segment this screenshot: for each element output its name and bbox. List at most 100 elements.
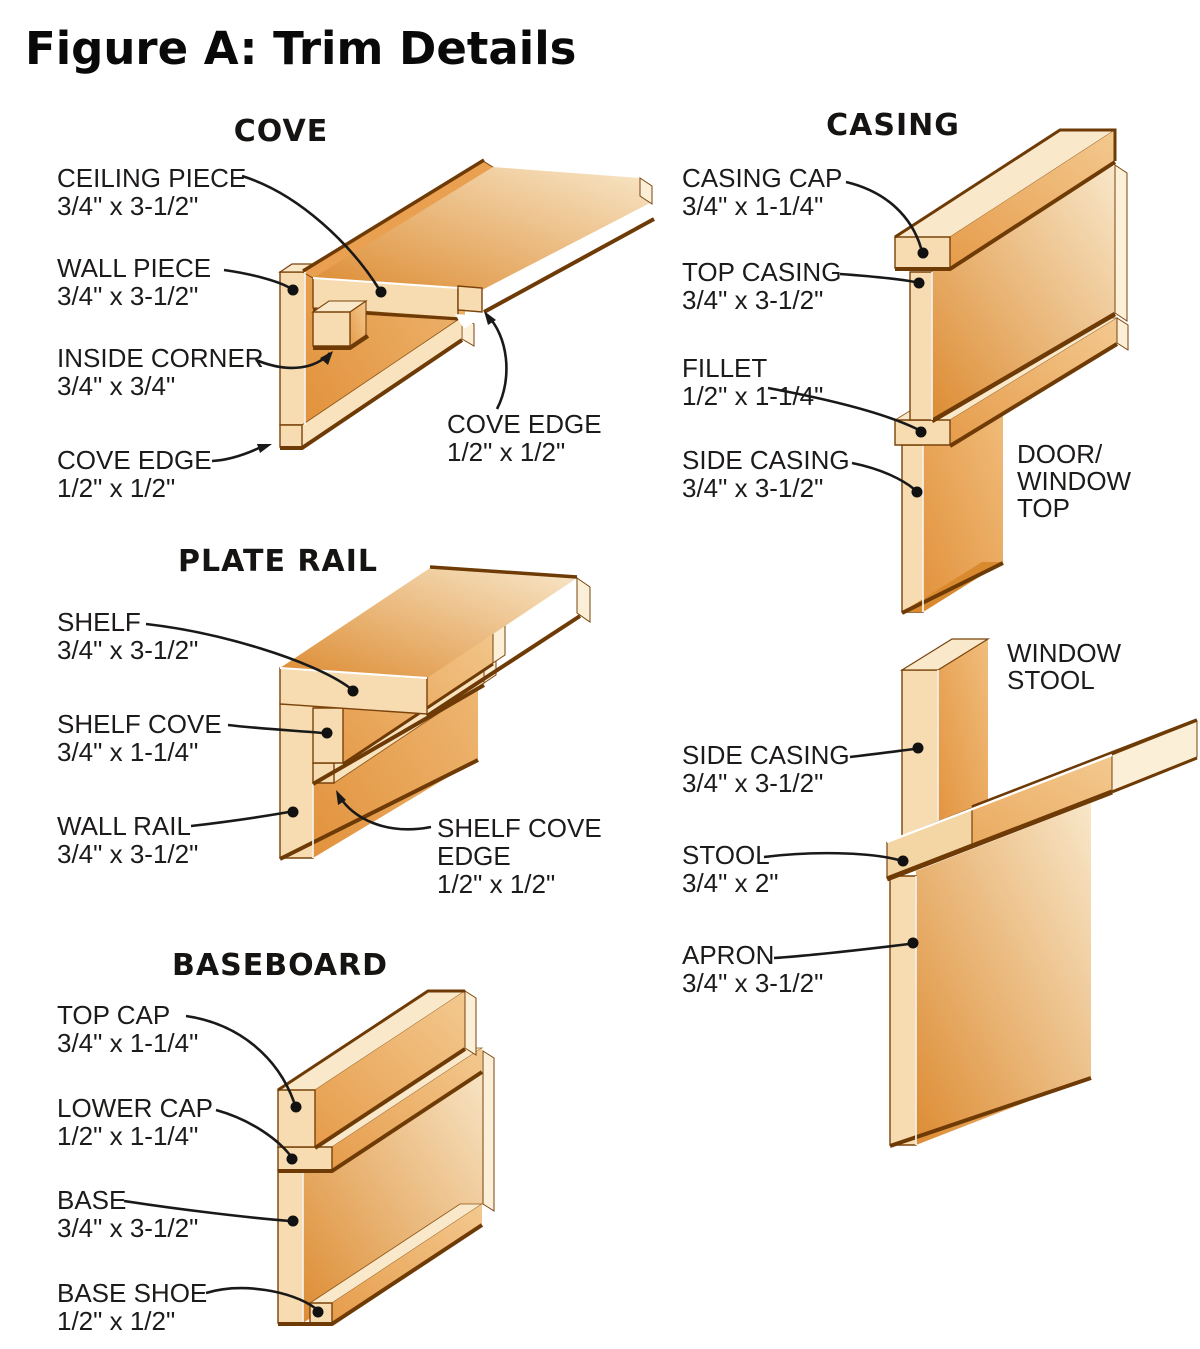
cove-edge-end: [457, 285, 483, 313]
casing-side-casing: [901, 395, 1004, 615]
top-cap-label: TOP CAP 3/4" x 1-1/4": [57, 1000, 199, 1058]
apron-label: APRON 3/4" x 3-1/2": [682, 940, 824, 998]
leader-shelf: [145, 622, 351, 690]
outline: [429, 565, 578, 579]
shadow-line: [313, 1047, 467, 1150]
casing-cap-label: CASING CAP 3/4" x 1-1/4": [682, 163, 843, 221]
highlight-line: [312, 277, 459, 289]
leader-casing-cap: [845, 180, 923, 249]
stool-board: [886, 718, 1198, 882]
leader-stool-side-casing: [849, 747, 915, 759]
side-casing-end: [901, 444, 924, 613]
shelf-label: SHELF 3/4" x 3-1/2": [57, 607, 199, 665]
top-cap-far-sliver: [464, 990, 477, 1056]
shadow-line: [930, 312, 1117, 423]
side-casing-face: [938, 639, 988, 845]
shadow-line: [483, 217, 655, 314]
leader-lines: [123, 174, 923, 1310]
cove-header: COVE: [233, 114, 329, 149]
cove-edge-left-label: COVE EDGE 1/2" x 1/2": [57, 445, 212, 503]
leader-dot: [286, 1153, 298, 1165]
leader-ceiling-piece: [241, 174, 381, 290]
leader-shelf-cove-edge: [338, 796, 432, 831]
outline: [277, 989, 465, 1092]
leader-top-casing: [839, 272, 916, 284]
top-casing-label: TOP CASING 3/4" x 3-1/2": [682, 257, 842, 315]
leader-dot: [287, 284, 299, 296]
baseboard-top-cap: [276, 989, 477, 1150]
casing-cap: [893, 128, 1117, 271]
window-stool-diagram: [886, 638, 1198, 1148]
leader-arrowheads: [257, 311, 496, 805]
cove-edge-right-label: COVE EDGE 1/2" x 1/2": [447, 409, 602, 467]
shadow-line: [886, 789, 1113, 882]
leader-apron: [773, 942, 910, 960]
wall-rail-label: WALL RAIL 3/4" x 3-1/2": [57, 811, 199, 869]
base-shoe-label: BASE SHOE 1/2" x 1/2": [57, 1278, 208, 1336]
leader-wall-rail: [190, 810, 290, 828]
apron-end: [889, 875, 917, 1146]
outline: [971, 718, 1198, 809]
leader-dots: [286, 247, 929, 1318]
leader-dot: [912, 742, 924, 754]
figure-title: Figure A: Trim Details: [25, 22, 577, 75]
shadow-line: [889, 1076, 1092, 1148]
side-casing-face: [923, 395, 1003, 612]
stool-apron: [889, 803, 1092, 1148]
apron-face: [916, 803, 1091, 1145]
lower-cap-front: [332, 1048, 482, 1170]
leader-dot: [915, 426, 927, 438]
highlight-line: [279, 667, 428, 679]
shadow-line: [313, 334, 370, 350]
stool-label: STOOL 3/4" x 2": [682, 840, 779, 898]
leader-cove-edge-left: [211, 446, 260, 463]
inside-corner-end: [312, 311, 351, 347]
leader-top-cap: [185, 1014, 296, 1103]
casing-cap-front: [950, 130, 1115, 268]
shadow-line: [311, 683, 486, 786]
base-shoe-front: [332, 1204, 482, 1323]
fillet-label: FILLET 1/2" x 1-1/4": [682, 353, 824, 411]
leader-wall-piece: [223, 268, 291, 290]
shadow-line: [278, 1070, 484, 1173]
highlight-line: [886, 753, 1113, 844]
fillet-far-sliver: [1116, 317, 1129, 351]
leader-dot: [911, 486, 923, 498]
base-far-sliver: [482, 1050, 495, 1212]
cove-edge-end: [279, 424, 303, 448]
top-casing-far-sliver: [1114, 164, 1128, 322]
top-casing-end: [909, 271, 933, 421]
shelf-cove-label: SHELF COVE 3/4" x 1-1/4": [57, 709, 222, 767]
shadow-line: [1111, 756, 1198, 794]
baseboard-base-shoe: [278, 1203, 484, 1326]
lower-cap-label: LOWER CAP 1/2" x 1-1/4": [57, 1093, 214, 1151]
shadow-line: [895, 160, 1117, 271]
top-cap-end: [277, 1089, 316, 1148]
plate-rail-header: PLATE RAIL: [178, 544, 378, 579]
leader-lower-cap: [215, 1108, 292, 1156]
inside-corner-label: INSIDE CORNER 3/4" x 3/4": [57, 343, 264, 401]
leader-dot: [290, 1101, 302, 1113]
top-casing-face: [932, 165, 1115, 420]
ceiling-far-sliver: [639, 177, 653, 205]
shadow-line: [948, 342, 1119, 448]
side-casing-top: [899, 638, 991, 671]
cove-inside-corner: [311, 299, 370, 350]
stool-side-casing: [899, 638, 991, 846]
baseboard-header: BASEBOARD: [172, 948, 388, 983]
cove-diagram: [278, 158, 655, 450]
fillet-front: [950, 318, 1117, 445]
leader-base-shoe: [205, 1286, 316, 1310]
leader-dot: [321, 727, 333, 739]
leader-dot: [312, 1306, 324, 1318]
shadow-line: [280, 338, 464, 450]
arrowhead-cove-edge-left: [257, 444, 272, 453]
notch-gap: [455, 314, 483, 329]
side-casing-end: [901, 669, 939, 846]
arrowhead-shelf-cove-edge: [336, 790, 346, 805]
leader-side-casing: [851, 461, 915, 491]
shelf-top-face: [280, 568, 577, 678]
cove-edge-right-piece: [455, 285, 483, 329]
